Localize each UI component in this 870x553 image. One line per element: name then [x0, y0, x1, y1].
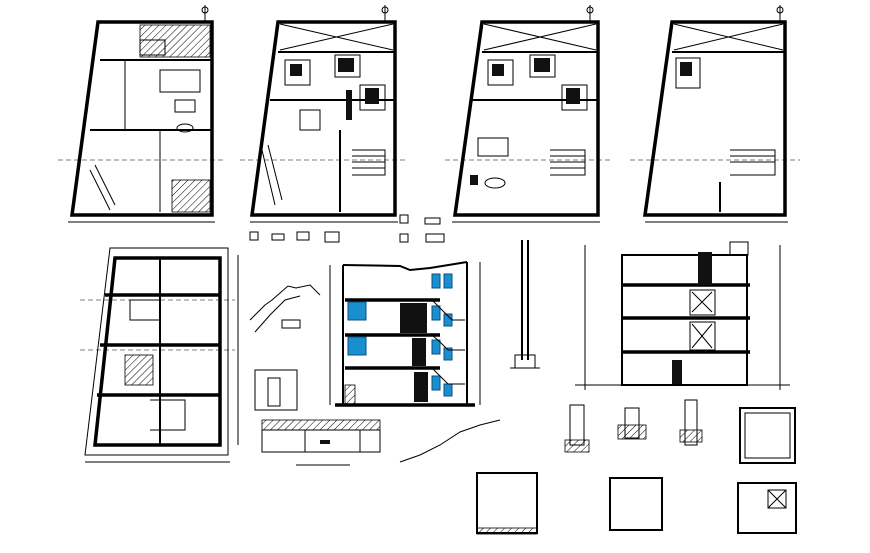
foundation-details	[564, 399, 796, 464]
stair-detail	[249, 284, 321, 333]
column-detail	[510, 240, 540, 369]
floor-plan-3	[445, 5, 610, 223]
small-details-row	[249, 214, 445, 243]
floor-plan-2	[240, 5, 405, 223]
floor-plan-1	[58, 5, 225, 223]
tank-details	[399, 419, 797, 535]
front-section	[575, 241, 790, 390]
side-section	[329, 261, 481, 407]
roof-plan	[630, 5, 800, 223]
footing-detail	[254, 369, 381, 466]
foundation-plan	[80, 247, 239, 463]
